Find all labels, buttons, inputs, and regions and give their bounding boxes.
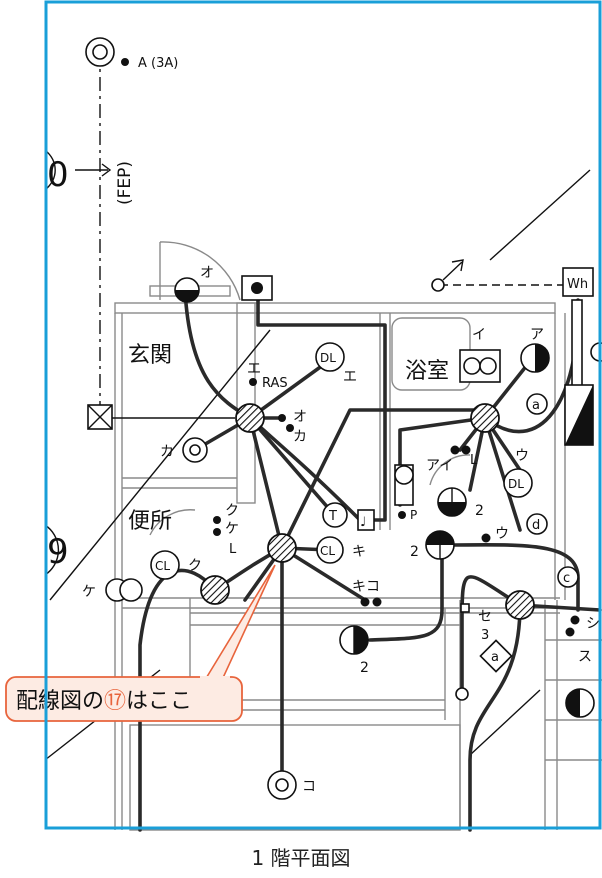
bath-fan-i (459, 349, 501, 383)
outlet-two-washroom (425, 530, 455, 560)
switch-a-circle (526, 393, 548, 415)
callout-number: ⑰ (104, 689, 126, 714)
junction-box-entrance (235, 403, 265, 433)
junction-box-bath (470, 403, 500, 433)
outlet-right-edge (565, 688, 595, 718)
figure-caption: 1 階平面図 (251, 846, 351, 870)
label-ke: ケ (82, 584, 96, 600)
callout-prefix: 配線図の (16, 689, 104, 714)
label-note: ♩ (360, 515, 366, 530)
outlet-ko (267, 770, 297, 800)
switch-d-circle (526, 513, 548, 535)
label-u-dl: ウ (515, 448, 529, 464)
stair-light (455, 687, 469, 701)
breaker-label: A (3A) (138, 56, 178, 71)
outlet-two-bath (437, 487, 467, 517)
label-l-toilet: L (229, 542, 237, 557)
switch-c-circle (557, 566, 579, 588)
switch-se (460, 603, 470, 613)
wiring (99, 50, 602, 832)
label-o: オ (200, 265, 214, 281)
switch-kuke (213, 516, 221, 536)
label-cl-toilet: CL (155, 559, 170, 573)
label-dl-entrance-e: エ (343, 369, 357, 385)
label-p: P (410, 508, 417, 522)
junction-box-toilet (200, 575, 230, 605)
wh-label: Wh (567, 277, 588, 292)
switch-oka (278, 414, 294, 432)
label-su: ス (578, 649, 592, 665)
left-zero-label: 0 (47, 155, 69, 195)
callout-text: 配線図の⑰はここ (16, 689, 192, 714)
switch-kiko (360, 597, 382, 607)
switch-shisu (565, 615, 580, 637)
label-kuke-ke: ケ (225, 521, 239, 537)
label-three: 3 (481, 628, 489, 643)
label-ko: コ (302, 779, 316, 795)
ceiling-light-cl-hall (316, 536, 344, 564)
label-c-circle: c (563, 571, 570, 586)
bath-outlet-p (394, 464, 414, 519)
junction-box-17 (267, 533, 297, 563)
entrance-room-label: 玄関 (128, 343, 172, 368)
label-two-washroom: 2 (410, 544, 419, 560)
label-se: セ (478, 609, 492, 625)
label-a-diamond: a (491, 650, 499, 665)
label-oka-ka: カ (293, 429, 307, 445)
callout: 配線図の⑰はここ (5, 564, 276, 722)
label-dl-entrance: DL (320, 351, 336, 365)
label-u-d: ウ (495, 526, 509, 542)
outlet-two-hall (339, 625, 369, 655)
wall-light-o (149, 277, 231, 303)
label-two-hall: 2 (360, 660, 369, 676)
switch-ai (450, 445, 471, 455)
outlet-ka (182, 437, 208, 463)
label-cl-hall: CL (320, 544, 335, 558)
fep-label: (FEP) (115, 161, 135, 205)
label-two-bath: 2 (475, 503, 484, 519)
panel-board (564, 384, 594, 446)
label-ai: アイ (426, 458, 453, 474)
label-shi: シ (586, 616, 600, 632)
label-kiko: キコ (352, 579, 380, 595)
label-kuke-ku: ク (225, 503, 239, 519)
motion-sensor (431, 259, 464, 292)
callout-suffix: はここ (126, 689, 192, 714)
switch-u-d (481, 533, 491, 543)
t-outlet (322, 502, 348, 528)
downlight-dl-entrance (315, 342, 345, 372)
left-edge-ring-lower (44, 524, 60, 576)
label-i-top: イ (472, 327, 486, 343)
label-dl-u: DL (508, 477, 524, 491)
bath-room-label: 浴室 (405, 359, 449, 384)
fep-ring (44, 149, 112, 191)
label-e-ras: エ (247, 361, 261, 377)
label-a-circle: a (532, 398, 540, 413)
diamond-a (479, 639, 513, 673)
label-ras: RAS (262, 376, 288, 391)
entrance-box-symbol (241, 275, 273, 301)
label-a-top: ア (530, 327, 544, 343)
toilet-room-label: 便所 (128, 509, 172, 534)
label-d-circle: d (532, 518, 540, 533)
breaker-symbol (85, 37, 129, 67)
label-l-bath: L (470, 453, 478, 468)
junction-box-stairs (505, 590, 535, 620)
ras-switch (249, 378, 257, 386)
bath-light-a (520, 343, 550, 373)
label-t: T (328, 509, 337, 524)
chime-box (357, 509, 375, 531)
label-ka: カ (160, 444, 174, 460)
downlight-dl-u (503, 468, 533, 498)
fan-ke (105, 578, 143, 602)
label-oka-o: オ (293, 409, 307, 425)
diagram-frame (44, 0, 602, 830)
left-nine-label: 9 (47, 532, 69, 572)
label-ku: ク (188, 558, 202, 574)
distribution-box-symbol (87, 404, 113, 430)
label-ki: キ (352, 544, 366, 560)
ceiling-light-cl-toilet (150, 550, 180, 580)
